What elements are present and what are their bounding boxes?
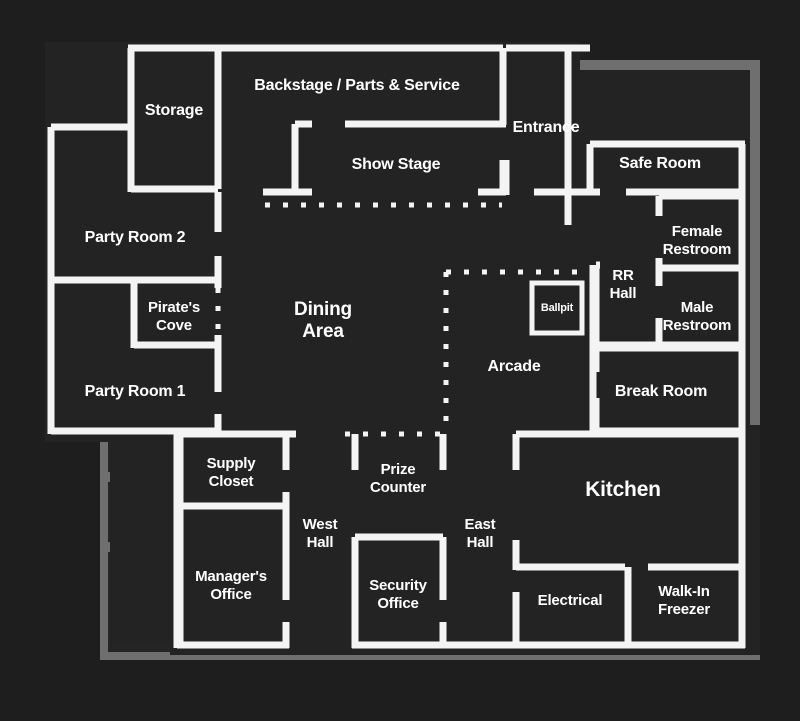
room-labels: Storage Backstage / Parts & ServiceEntran… [85,77,732,618]
room-label-kitchen: Kitchen [585,478,661,501]
room-label-break-room: Break Room [615,383,707,400]
ballpit-box [529,280,585,336]
room-label-show-stage: Show Stage [352,156,441,173]
room-label-storage: Storage [145,102,203,119]
room-label-party-room-2: Party Room 2 [85,229,186,246]
ballpit-outline [529,280,585,336]
room-label-backstage: Backstage / Parts & Service [254,77,460,94]
dotted-wall-lines [215,202,596,437]
room-label-ballpit: Ballpit [541,302,574,314]
room-label-electrical: Electrical [538,592,603,609]
wall-lines [47,44,746,649]
room-label-party-room-1: Party Room 1 [85,383,186,400]
room-label-safe-room: Safe Room [619,155,701,172]
room-label-arcade: Arcade [487,358,540,375]
room-label-entrance: Entrance [513,119,580,136]
